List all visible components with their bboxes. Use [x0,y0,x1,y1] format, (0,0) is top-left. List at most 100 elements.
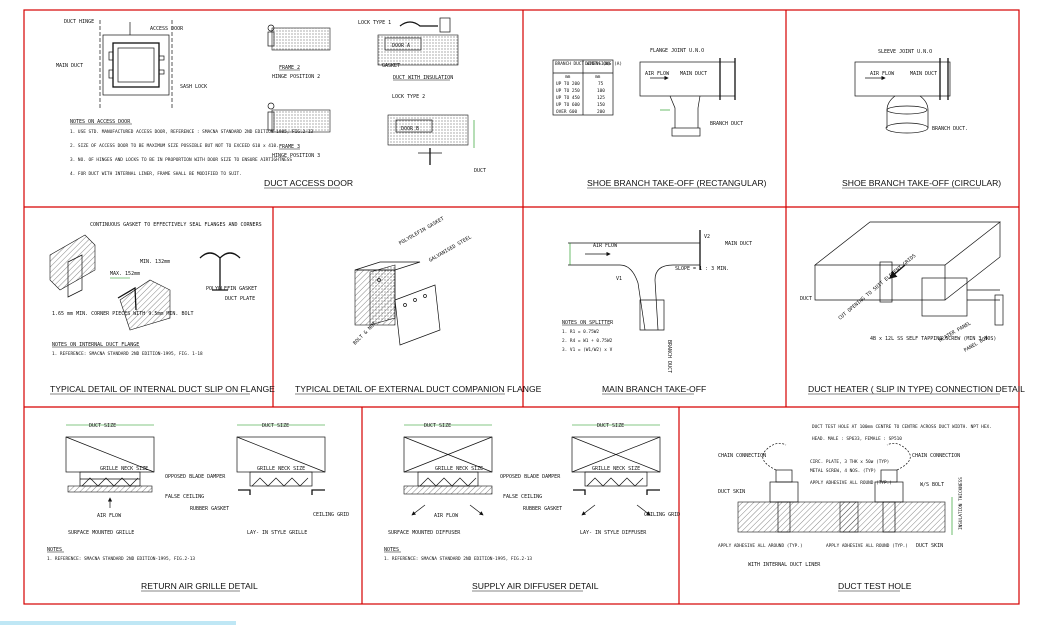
panel-title: SHOE BRANCH TAKE-OFF (CIRCULAR) [842,178,1001,188]
label: MAIN DUCT [725,241,752,247]
table-header: BRANCH DUCT WIDTH (W) [555,61,611,67]
panel-internal-slip-flange: CONTINUOUS GASKET TO EFFECTIVELY SEAL FL… [49,222,275,395]
label: LAY- IN STYLE DIFFUSER [580,530,647,536]
label: GRILLE NECK SIZE [100,466,148,472]
table-rows: UP TO 200 75 UP TO 250 100 UP TO 450 125… [556,81,605,115]
label: DUCT SIZE [89,423,116,429]
table-cell: UP TO 450 [556,95,580,101]
label: CUT OPENING TO SUIT ELEMENT GRIDS [837,253,917,321]
note: 1. REFERENCE: SMACNA STANDARD 2ND EDITIO… [52,351,203,357]
label: CEILING GRID [313,512,349,518]
label: DUCT SKIN [916,543,943,549]
label: BRANCH DUCT [666,340,672,373]
label: LOCK TYPE 2 [392,94,425,100]
label: SURFACE MOUNTED GRILLE [68,530,134,536]
horizontal-scrollbar[interactable] [0,621,236,625]
label: MIN. 132mm [140,259,170,265]
panel-supply-air-diffuser: DUCT SIZE GRILLE NECK SIZE OPPOSED BLADE… [384,423,680,592]
label: WITH INTERNAL DUCT LINER [748,562,821,568]
sheet-border [23,9,1020,605]
label: GASKET [382,63,400,69]
label: DOOR B [401,126,419,132]
label: CEILING GRID [644,512,680,518]
label: DUCT SIZE [262,423,289,429]
label: GRILLE NECK SIZE [592,466,640,472]
label: DOOR A [392,43,410,49]
note: 2. SIZE OF ACCESS DOOR TO BE MAXIMUM SIZ… [70,143,279,149]
label: MAIN DUCT [680,71,707,77]
label: AIR FLOW [870,71,895,77]
label: GALVANISED STEEL [428,234,473,263]
table-cell: 125 [597,95,605,101]
panel-title: TYPICAL DETAIL OF INTERNAL DUCT SLIP ON … [50,384,275,394]
label: FRAME 3 [279,144,300,150]
label: DUCT PLATE [225,296,255,302]
table-cell: UP TO 250 [556,88,580,94]
label: GRILLE NECK SIZE [435,466,483,472]
label: BRANCH DUCT. [932,126,968,132]
note: 1. REFERENCE: SMACNA STANDARD 2ND EDITIO… [384,556,532,562]
label: AIR FLOW [434,513,459,519]
table-header: DIMENSIONS (A) [585,61,622,67]
notes-heading: NOTES ON SPLITTER [562,320,614,326]
label: LOCK TYPE 1 [358,20,391,26]
label: V2 [704,234,710,240]
note: 3. V1 = (W1/W2) x V [562,347,613,353]
table-cell: 75 [598,81,604,87]
panel-shoe-branch-circular: SLEEVE JOINT U.N.O AIR FLOW MAIN DUCT BR… [842,49,1001,189]
panel-title: RETURN AIR GRILLE DETAIL [141,581,258,591]
panel-title: SUPPLY AIR DIFFUSER DETAIL [472,581,599,591]
label: POLYOLEFIN GASKET [206,286,257,292]
notes-heading: NOTES [47,547,62,553]
label: INSULATION THICKNESS [958,477,964,530]
label: W/S BOLT [920,482,944,488]
label: DUCT [800,296,812,302]
label: APPLY ADHESIVE ALL ROUND (TYP.) [810,480,892,486]
label: SLOPE = 1 : 3 MIN. [675,266,729,272]
label: DUCT WITH INSULATION [393,75,453,81]
panel-title: SHOE BRANCH TAKE-OFF (RECTANGULAR) [587,178,767,188]
panel-access-door: DUCT HINGE ACCESS DOOR MAIN DUCT SASH LO… [56,17,486,189]
label: GRILLE NECK SIZE [257,466,305,472]
label: POLYOLEFIN GASKET [398,216,445,247]
label: APPLY ADHESIVE ALL AROUND (TYP.) [718,543,803,549]
label: FALSE CEILING [503,494,542,500]
label: HEAD. MALE : SP633, FEMALE : SP510 [812,436,902,442]
label: AIR FLOW [97,513,122,519]
table-cell: UP TO 200 [556,81,580,87]
label: DUCT SIZE [597,423,624,429]
note: 1. R1 = 0.75W2 [562,329,599,335]
label: V1 [616,276,622,282]
label: HINGE POSITION 3 [272,153,320,159]
label: CONTINUOUS GASKET TO EFFECTIVELY SEAL FL… [90,222,262,228]
notes-heading: NOTES ON ACCESS DOOR [70,119,131,125]
label: BRANCH DUCT [710,121,743,127]
label: SURFACE MOUNTED DIFFUSER [388,530,461,536]
label: APPLY ADHESIVE ALL ROUND (TYP.) [826,543,908,549]
label: MAIN DUCT [56,63,83,69]
label: MAIN DUCT [910,71,937,77]
panel-duct-heater: DUCT CUT OPENING TO SUIT ELEMENT GRIDS 4… [800,221,1025,395]
label: DUCT SKIN [718,489,745,495]
label: FALSE CEILING [165,494,204,500]
label: LAY- IN STYLE GRILLE [247,530,307,536]
label: DUCT [474,168,486,174]
note: 2. R4 = W1 + 0.75W2 [562,338,613,344]
table-cell: 150 [597,102,605,108]
panel-title: TYPICAL DETAIL OF EXTERNAL DUCT COMPANIO… [295,384,542,394]
table-cell: UP TO 600 [556,102,580,108]
notes-heading: NOTES ON INTERNAL DUCT FLANGE [52,342,139,348]
note: 3. NO. OF HINGES AND LOCKS TO BE IN PROP… [70,157,292,163]
label: HINGE POSITION 2 [272,74,320,80]
label: AIR FLOW [593,243,618,249]
label: SASH LOCK [180,84,207,90]
label: ACCESS DOOR [150,26,184,32]
note: 4. FOR DUCT WITH INTERNAL LINER, FRAME S… [70,171,242,177]
label: AIR FLOW [645,71,670,77]
label: 4B x 12L SS SELF TAPPING SCREW (MIN 3 NO… [870,336,996,342]
label: CHAIN CONNECTION [718,453,766,459]
label: DUCT TEST HOLE AT 100mm CENTRE TO CENTRE… [812,424,992,430]
note: 1. REFERENCE: SMACNA STANDARD 2ND EDITIO… [47,556,195,562]
panel-title: MAIN BRANCH TAKE-OFF [602,384,706,394]
